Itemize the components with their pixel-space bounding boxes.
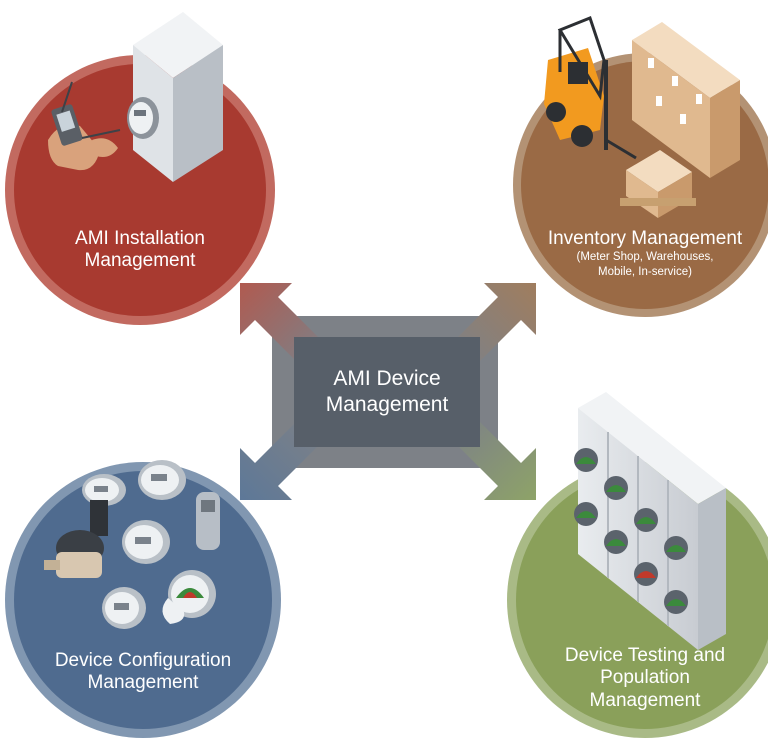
meter-bank-illustration [574, 392, 726, 650]
meter-icon [168, 570, 216, 618]
meter-icon [138, 460, 186, 500]
gauge-icon [604, 476, 628, 500]
forklift-icon [544, 16, 637, 160]
gauge-icon [634, 562, 658, 586]
handheld-reader-icon [196, 492, 220, 550]
boxes-illustration [620, 22, 740, 218]
meters-illustration [44, 460, 220, 629]
center-box [294, 337, 480, 447]
testing-label-line2: Population [600, 667, 690, 689]
meter-icon [122, 520, 170, 564]
installation-label-line1: AMI Installation [75, 228, 205, 249]
configuration-label: Device Configuration Management [33, 650, 253, 695]
installation-label: AMI Installation Management [40, 228, 240, 273]
inventory-label-sub2: Mobile, In-service) [598, 266, 692, 279]
center-title-line2: Management [325, 393, 449, 416]
inventory-label-sub1: (Meter Shop, Warehouses, [576, 251, 714, 264]
gauge-icon [634, 508, 658, 532]
gauge-icon [664, 536, 688, 560]
gauge-icon [604, 530, 628, 554]
installation-label-line2: Management [84, 250, 196, 272]
center-title: AMI Device Management [294, 337, 480, 447]
center-title-line1: AMI Device [333, 366, 441, 390]
gauge-icon [574, 448, 598, 472]
gauge-icon [574, 502, 598, 526]
meter-icon [102, 587, 146, 629]
testing-label: Device Testing and Population Management [534, 645, 756, 712]
testing-label-line1: Device Testing and [564, 645, 726, 666]
testing-label-line3: Management [589, 689, 701, 711]
meter-cover-icon [162, 598, 185, 624]
handheld-device-icon [48, 81, 121, 171]
configuration-label-line1: Device Configuration [54, 650, 232, 671]
arrow-hub [240, 283, 536, 500]
meter-box-illustration [127, 12, 223, 182]
water-meter-icon [44, 500, 108, 578]
inventory-label-line1: Inventory Management [547, 228, 743, 249]
configuration-label-line2: Management [87, 672, 199, 694]
gauge-icon [664, 590, 688, 614]
inventory-label: Inventory Management (Meter Shop, Wareho… [534, 228, 756, 280]
meter-icon [82, 474, 126, 506]
